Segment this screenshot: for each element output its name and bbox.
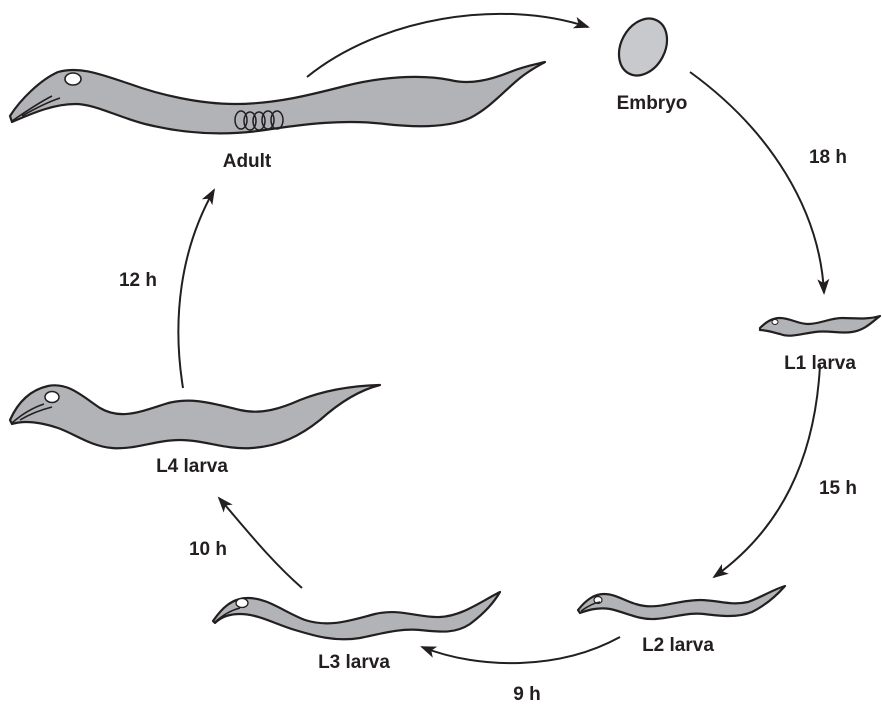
arrow-l3-to-l4 <box>219 498 302 588</box>
label-l2-larva: L2 larva <box>642 635 714 656</box>
label-embryo: Embryo <box>617 93 688 114</box>
arrow-l4-to-adult <box>178 190 214 388</box>
duration-l1-to-l2: 15 h <box>819 478 857 499</box>
arrow-l2-to-l3 <box>422 637 620 663</box>
embryo-egg <box>609 10 676 84</box>
duration-embryo-to-l1: 18 h <box>809 147 847 168</box>
duration-l4-to-adult: 12 h <box>119 270 157 291</box>
label-l3-larva: L3 larva <box>318 652 390 673</box>
duration-l3-to-l4: 10 h <box>189 539 227 560</box>
label-l4-larva: L4 larva <box>156 456 228 477</box>
arrow-l1-to-l2 <box>714 365 820 577</box>
adult-worm <box>10 62 545 133</box>
arrow-adult-to-embryo <box>307 14 588 77</box>
label-l1-larva: L1 larva <box>784 353 856 374</box>
arrow-embryo-to-l1 <box>690 72 824 293</box>
l3-larva-worm <box>213 592 500 639</box>
duration-l2-to-l3: 9 h <box>513 684 540 705</box>
l1-larva-worm <box>760 316 880 336</box>
label-adult: Adult <box>223 151 272 172</box>
l2-larva-worm <box>578 586 785 619</box>
l4-larva-worm <box>10 385 380 448</box>
